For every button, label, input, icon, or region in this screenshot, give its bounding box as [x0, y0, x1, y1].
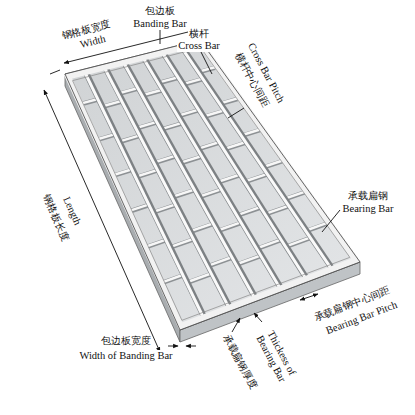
cross-bar: [188, 274, 213, 283]
cross-bar: [266, 205, 290, 213]
dimension-label: Cross Bar: [177, 40, 221, 52]
dimension-label: 包边板: [144, 5, 176, 17]
dimension-label: Bearing Bar: [341, 203, 394, 215]
cross-bar: [137, 122, 158, 128]
cross-bar: [237, 256, 262, 265]
cross-bar: [238, 207, 262, 215]
bearing-bar: [184, 49, 331, 267]
cross-bar: [208, 257, 233, 266]
grating-top: [65, 40, 360, 330]
bearing-bar: [125, 64, 254, 296]
bearing-bar: [183, 49, 330, 267]
cross-bar: [137, 170, 159, 177]
cross-bar: [199, 189, 222, 197]
leader-line: [254, 313, 262, 322]
cross-bar: [258, 240, 283, 249]
cross-bar: [218, 223, 242, 231]
cross-bar: [238, 207, 262, 215]
cross-bar: [179, 110, 200, 116]
cross-bar: [204, 111, 225, 117]
cross-bar: [245, 174, 268, 182]
cross-bar: [258, 239, 283, 248]
cross-bar: [171, 239, 195, 247]
cross-bar: [154, 204, 177, 212]
banding-bar-edge: [65, 40, 360, 330]
cross-bar: [103, 101, 123, 107]
cross-bar: [137, 170, 159, 177]
cross-bar: [173, 189, 196, 196]
bearing-bar: [86, 74, 203, 315]
dimension-lines: [44, 20, 340, 352]
pitch-dimension: [300, 294, 318, 300]
cross-bar: [143, 90, 163, 96]
cross-bar: [287, 237, 312, 246]
dimension-label: Width of Banding Bar: [78, 350, 173, 362]
dimension-label: Banding Bar: [132, 18, 187, 30]
cross-bar: [218, 174, 241, 181]
cross-bar: [199, 189, 222, 197]
cross-bar: [225, 142, 247, 149]
cross-bar: [155, 155, 177, 162]
cross-bar: [237, 255, 262, 264]
cross-bar: [218, 175, 241, 182]
leader-line: [228, 108, 244, 118]
leader-line: [186, 346, 196, 347]
bearing-bar: [87, 74, 204, 315]
cross-bar: [188, 273, 213, 282]
cross-bar: [120, 136, 141, 142]
cross-bar: [266, 206, 290, 214]
cross-bar: [198, 142, 220, 149]
banding-bar-edge: [73, 48, 350, 321]
leader-line: [322, 210, 340, 232]
dimension-label: 承载扁钢: [347, 190, 389, 202]
cross-bar: [218, 222, 242, 230]
dimension-label: 横杆: [188, 28, 210, 40]
cross-bar: [245, 174, 268, 182]
cross-bar: [208, 257, 233, 266]
cross-bar: [171, 239, 195, 247]
extension-line: [50, 70, 60, 74]
cross-bar: [155, 156, 177, 163]
cross-bar: [154, 205, 177, 213]
cross-bar: [162, 123, 183, 129]
grating: [65, 40, 360, 342]
cross-bar: [181, 156, 203, 163]
cross-bar: [287, 238, 312, 247]
cross-bar: [191, 223, 215, 231]
cross-bar: [119, 88, 139, 93]
cross-bar: [181, 156, 203, 163]
leader-line: [232, 318, 240, 332]
banding-bar: [68, 43, 356, 326]
leader-line: [200, 50, 212, 74]
leader-line: [168, 346, 178, 347]
cross-bar: [173, 190, 196, 197]
dimension-label: 包边板宽度: [100, 335, 152, 347]
cross-bar: [191, 224, 215, 232]
bearing-bar: [106, 69, 229, 305]
